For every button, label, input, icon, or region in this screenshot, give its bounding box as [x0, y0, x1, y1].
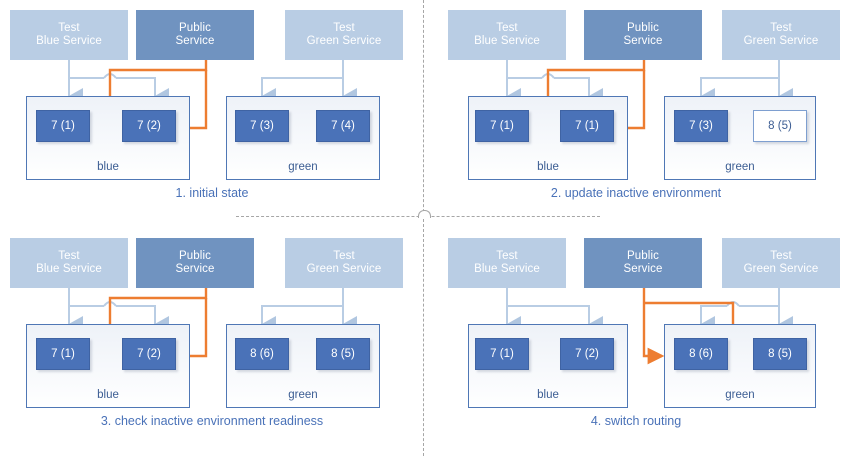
service-test-green-line1: Test	[333, 22, 355, 34]
panel-caption: 4. switch routing	[590, 414, 682, 428]
panel-4: Test Blue Service Public Service Test Gr…	[424, 228, 848, 456]
service-test-blue: Test Blue Service	[448, 238, 566, 288]
service-test-blue-line2: Blue Service	[474, 35, 540, 47]
service-test-green-line2: Green Service	[743, 263, 819, 275]
service-test-blue: Test Blue Service	[448, 10, 566, 60]
instance-box: 7 (4)	[316, 110, 370, 142]
panel-3: Test Blue Service Public Service Test Gr…	[0, 228, 424, 456]
environment-green-label: green	[288, 389, 318, 401]
service-public: Public Service	[584, 10, 702, 60]
instance-box: 8 (6)	[235, 338, 289, 370]
instance-box: 7 (1)	[36, 110, 90, 142]
panel-2: Test Blue Service Public Service Test Gr…	[424, 0, 848, 228]
environment-green-label: green	[725, 389, 755, 401]
service-test-green: Test Green Service	[285, 238, 403, 288]
service-public-line2: Service	[623, 35, 663, 47]
service-test-blue-line2: Blue Service	[36, 263, 102, 275]
environment-green-label: green	[725, 161, 755, 173]
service-public: Public Service	[136, 238, 254, 288]
service-test-blue-line2: Blue Service	[474, 263, 540, 275]
service-public: Public Service	[136, 10, 254, 60]
service-test-blue-line1: Test	[496, 22, 518, 34]
instance-box: 7 (1)	[560, 110, 614, 142]
service-public-line2: Service	[175, 263, 215, 275]
service-test-blue: Test Blue Service	[10, 10, 128, 60]
service-public-line1: Public	[179, 250, 211, 262]
service-test-green-line2: Green Service	[306, 263, 382, 275]
instance-box: 7 (3)	[235, 110, 289, 142]
instance-box: 7 (1)	[475, 338, 529, 370]
instance-box: 7 (2)	[122, 338, 176, 370]
service-test-green: Test Green Service	[722, 238, 840, 288]
service-test-green-line1: Test	[333, 250, 355, 262]
panel-1: Test Blue Service Public Service Test Gr…	[0, 0, 424, 228]
instance-box: 8 (6)	[674, 338, 728, 370]
environment-green-label: green	[288, 161, 318, 173]
service-public: Public Service	[584, 238, 702, 288]
service-test-blue-line1: Test	[58, 250, 80, 262]
service-test-green: Test Green Service	[722, 10, 840, 60]
instance-box: 7 (2)	[560, 338, 614, 370]
service-test-green-line2: Green Service	[306, 35, 382, 47]
service-public-line1: Public	[179, 22, 211, 34]
panel-caption: 3. check inactive environment readiness	[100, 414, 324, 428]
divider-vertical	[423, 0, 424, 456]
service-public-line1: Public	[627, 250, 659, 262]
service-test-green-line1: Test	[770, 22, 792, 34]
service-test-green: Test Green Service	[285, 10, 403, 60]
service-test-blue-line1: Test	[496, 250, 518, 262]
service-test-green-line2: Green Service	[743, 35, 819, 47]
service-test-blue-line1: Test	[58, 22, 80, 34]
service-test-blue-line2: Blue Service	[36, 35, 102, 47]
instance-box: 8 (5)	[316, 338, 370, 370]
service-public-line1: Public	[627, 22, 659, 34]
instance-box: 7 (2)	[122, 110, 176, 142]
instance-box: 7 (1)	[475, 110, 529, 142]
instance-box: 8 (5)	[753, 110, 807, 142]
service-test-blue: Test Blue Service	[10, 238, 128, 288]
environment-blue-label: blue	[537, 161, 559, 173]
environment-blue-label: blue	[97, 161, 119, 173]
service-test-green-line1: Test	[770, 250, 792, 262]
instance-box: 8 (5)	[753, 338, 807, 370]
service-public-line2: Service	[175, 35, 215, 47]
panel-4-connectors	[505, 288, 793, 365]
service-public-line2: Service	[623, 263, 663, 275]
environment-blue-label: blue	[537, 389, 559, 401]
instance-box: 7 (1)	[36, 338, 90, 370]
divider-crossing-hop	[418, 210, 431, 218]
environment-blue-label: blue	[97, 389, 119, 401]
panel-caption: 2. update inactive environment	[550, 186, 722, 200]
instance-box: 7 (3)	[674, 110, 728, 142]
panel-caption: 1. initial state	[175, 186, 249, 200]
